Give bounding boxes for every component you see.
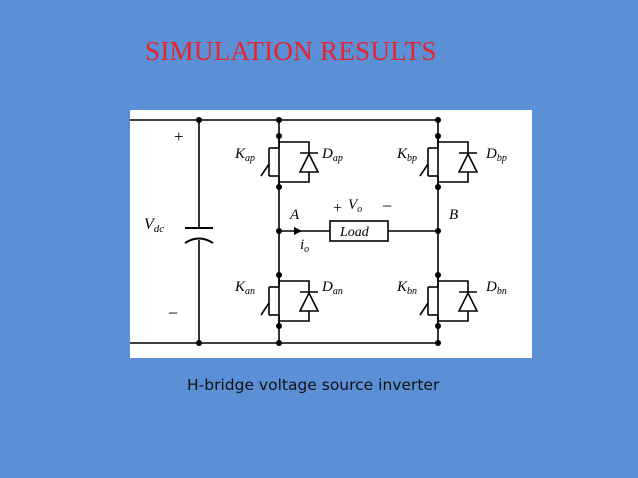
switch-gate	[260, 163, 270, 177]
slide-title: SIMULATION RESULTS	[145, 36, 437, 66]
node-label-a: A	[289, 207, 300, 223]
svg-text:Kan: Kan	[234, 279, 255, 297]
diode-wire-bottom	[279, 311, 310, 322]
node-label-b: B	[449, 207, 458, 223]
svg-text:Dbn: Dbn	[485, 279, 507, 297]
diode-label-bp: D	[485, 146, 497, 162]
load-label: Load	[339, 225, 370, 240]
svg-text:Vdc: Vdc	[144, 216, 164, 235]
switch-gate	[419, 163, 429, 177]
load-voltage-sub: o	[357, 204, 362, 215]
source-label-sub: dc	[154, 223, 165, 235]
load-box	[329, 220, 389, 242]
switch-label-an-sub: an	[245, 286, 255, 297]
diode-wire-top	[279, 141, 310, 153]
svg-text:Kbp: Kbp	[396, 146, 417, 164]
diode-wire-top	[279, 280, 310, 292]
diode-wire-top	[438, 141, 469, 153]
load-current-label: i	[300, 237, 304, 253]
source-plus: +	[174, 127, 184, 146]
svg-text:Dan: Dan	[321, 279, 343, 297]
source-minus: −	[168, 303, 178, 323]
svg-text:Kbn: Kbn	[396, 279, 417, 297]
diode-wire-bottom	[438, 172, 469, 183]
diode-icon	[457, 291, 479, 312]
switch-label-bp: K	[396, 146, 408, 162]
diode-label-bn-sub: bn	[497, 286, 507, 297]
svg-text:Dap: Dap	[321, 146, 343, 164]
h-bridge-circuit-diagram: Load + Vdc	[130, 110, 532, 358]
load-voltage-label: V	[348, 197, 359, 213]
diode-label-an: D	[321, 279, 333, 295]
dc-source-capacitor	[184, 227, 214, 244]
svg-text:io: io	[300, 237, 309, 255]
svg-text:Vo: Vo	[348, 197, 362, 215]
diode-wire-bottom	[279, 172, 310, 183]
load-voltage-plus: +	[333, 200, 342, 217]
switch-label-ap-sub: ap	[245, 153, 255, 164]
diode-label-bp-sub: bp	[497, 153, 507, 164]
diode-label-bn: D	[485, 279, 497, 295]
diode-wire-top	[438, 280, 469, 292]
diode-wire-bottom	[438, 311, 469, 322]
switch-label-ap: K	[234, 146, 246, 162]
diode-label-ap: D	[321, 146, 333, 162]
diode-label-an-sub: an	[333, 286, 343, 297]
switch-gate	[260, 302, 270, 316]
diode-icon	[298, 291, 320, 312]
switch-label-bp-sub: bp	[407, 153, 417, 164]
figure-caption: H-bridge voltage source inverter	[187, 376, 440, 394]
source-label: V	[144, 216, 156, 233]
svg-text:Kap: Kap	[234, 146, 255, 164]
switch-cell-ap	[260, 136, 320, 187]
diode-icon	[457, 152, 479, 173]
load-voltage-minus: −	[382, 196, 392, 216]
diode-label-ap-sub: ap	[333, 153, 343, 164]
switch-label-bn-sub: bn	[407, 286, 417, 297]
current-arrow-icon	[294, 227, 302, 235]
switch-cell-bn	[419, 275, 479, 326]
svg-text:Dbp: Dbp	[485, 146, 507, 164]
diode-icon	[298, 152, 320, 173]
junction-dots	[196, 117, 441, 346]
switch-cell-bp	[419, 136, 479, 187]
load-current-sub: o	[304, 244, 309, 255]
switch-cell-an	[260, 275, 320, 326]
switch-label-an: K	[234, 279, 246, 295]
switch-label-bn: K	[396, 279, 408, 295]
switch-gate	[419, 302, 429, 316]
